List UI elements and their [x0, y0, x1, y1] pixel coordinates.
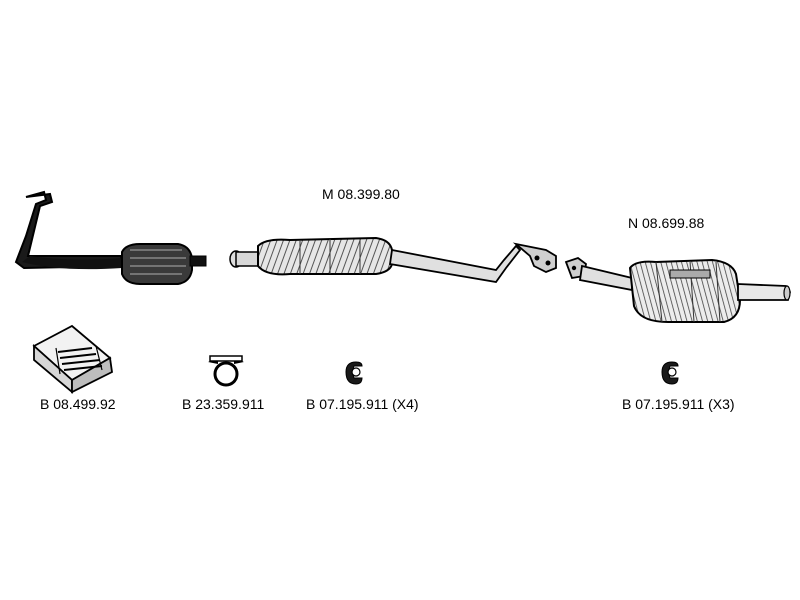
mounting-kit-code: B 08.499.92 [40, 396, 116, 412]
rubber-hanger-a-code: B 07.195.911 (X4) [306, 396, 419, 412]
mounting-kit-icon [32, 324, 113, 394]
rubber-hanger-icon-a [345, 361, 363, 385]
front-pipe-catalyst [14, 190, 207, 285]
clamp-code: B 23.359.911 [182, 396, 265, 412]
rubber-hanger-icon-b [661, 361, 679, 385]
middle-silencer-code: M 08.399.80 [322, 186, 400, 202]
middle-silencer-drawing [229, 236, 557, 283]
rear-silencer-code: N 08.699.88 [628, 215, 705, 231]
rubber-hanger-b-code: B 07.195.911 (X3) [622, 396, 735, 412]
clamp-icon [208, 355, 244, 387]
rear-silencer-drawing [564, 256, 791, 323]
